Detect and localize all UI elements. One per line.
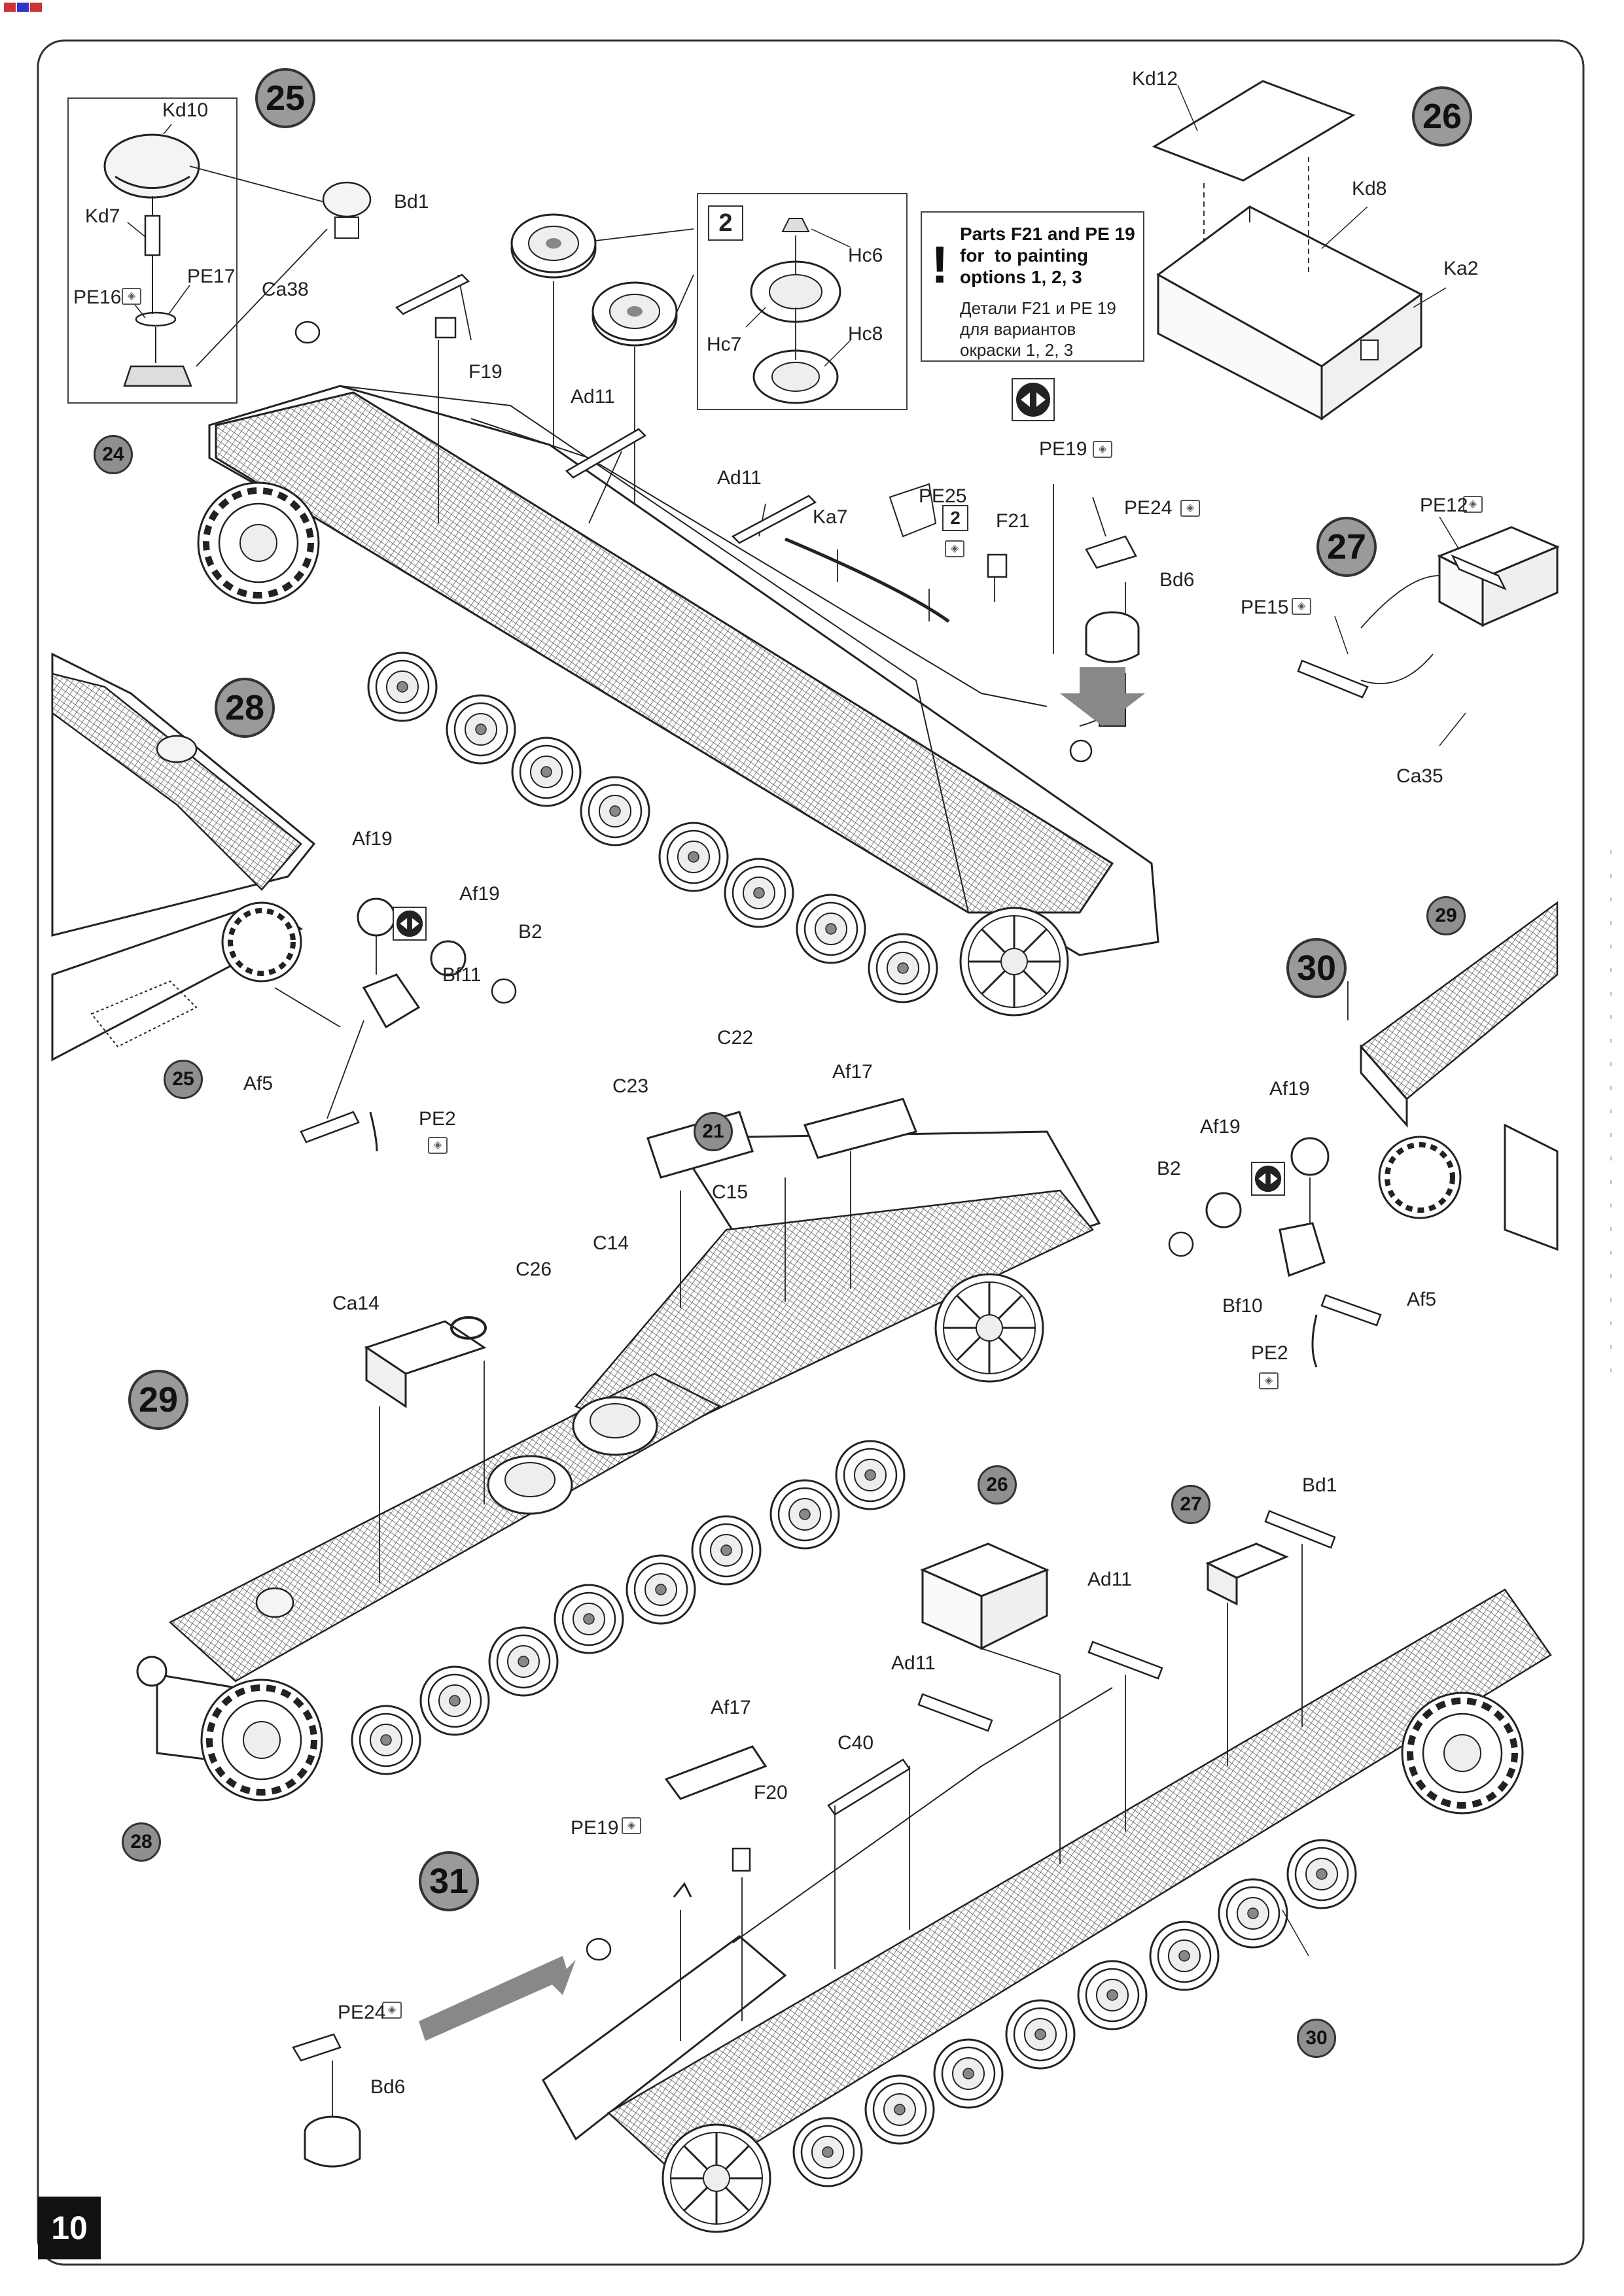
part-label: PE17 bbox=[187, 266, 236, 287]
part-label: Hc7 bbox=[707, 334, 742, 355]
symmetric-mirror-icon bbox=[393, 907, 427, 941]
part-label: F21 bbox=[996, 510, 1030, 532]
photo-etch-icon: ◈ bbox=[382, 2002, 402, 2019]
step-28-badge: 28 bbox=[215, 678, 275, 738]
part-label: Ka2 bbox=[1443, 258, 1479, 279]
ref-step-21: 21 bbox=[694, 1112, 733, 1151]
ref-step-24: 24 bbox=[94, 435, 133, 474]
quantity-2-badge: 2 bbox=[708, 205, 743, 241]
part-label: PE19 bbox=[1039, 438, 1087, 460]
painting-options-note: ! Parts F21 and PE 19 for to painting op… bbox=[921, 211, 1144, 362]
photo-etch-icon: ◈ bbox=[1180, 500, 1200, 517]
ref-step-30: 30 bbox=[1297, 2019, 1336, 2058]
step-26-badge: 26 bbox=[1412, 86, 1472, 147]
step-30-badge: 30 bbox=[1286, 938, 1347, 998]
photo-etch-icon: ◈ bbox=[1093, 441, 1112, 458]
part-label: C22 bbox=[717, 1027, 754, 1049]
part-label: Af17 bbox=[832, 1061, 873, 1083]
photo-etch-icon: ◈ bbox=[622, 1817, 641, 1834]
step-25-badge: 25 bbox=[255, 68, 315, 128]
photo-etch-icon: ◈ bbox=[1259, 1372, 1279, 1389]
part-label: Bd6 bbox=[370, 2076, 406, 2098]
step-29-badge: 29 bbox=[128, 1370, 188, 1430]
symmetric-mirror-icon bbox=[1251, 1162, 1285, 1196]
part-label: PE24 bbox=[1124, 497, 1173, 519]
symmetric-mirror-icon bbox=[1012, 378, 1055, 421]
part-label: F19 bbox=[468, 361, 503, 383]
part-label: PE25 bbox=[919, 485, 967, 507]
note-english: Parts F21 and PE 19 for to painting opti… bbox=[960, 224, 1135, 287]
note-russian: Детали F21 и PE 19 для вариантов окраски… bbox=[960, 298, 1116, 360]
part-label: Kd10 bbox=[162, 99, 209, 121]
part-label: Af19 bbox=[1200, 1116, 1241, 1138]
part-label: Bd6 bbox=[1159, 569, 1195, 591]
part-label: Bd1 bbox=[394, 191, 429, 213]
ref-step-26: 26 bbox=[978, 1465, 1017, 1505]
part-label: C14 bbox=[593, 1232, 629, 1254]
step-27-badge: 27 bbox=[1316, 517, 1377, 577]
part-label: Ka7 bbox=[813, 506, 848, 528]
step-31-badge: 31 bbox=[419, 1851, 479, 1911]
photo-etch-icon: ◈ bbox=[428, 1137, 448, 1154]
part-label: Ad11 bbox=[891, 1652, 936, 1674]
part-label: Ca38 bbox=[262, 279, 309, 300]
photo-etch-icon: ◈ bbox=[1292, 598, 1311, 615]
ref-step-27: 27 bbox=[1171, 1485, 1210, 1524]
part-label: C23 bbox=[612, 1075, 649, 1097]
part-label: Af17 bbox=[711, 1697, 751, 1718]
ref-step-28: 28 bbox=[122, 1822, 161, 1862]
part-label: Af5 bbox=[1407, 1289, 1437, 1310]
part-label: Ca35 bbox=[1396, 765, 1443, 787]
part-label: Ad11 bbox=[571, 386, 615, 408]
part-label: PE2 bbox=[419, 1108, 456, 1130]
part-label: PE2 bbox=[1251, 1342, 1288, 1364]
photo-etch-icon: ◈ bbox=[945, 540, 964, 557]
part-label: B2 bbox=[518, 921, 542, 943]
part-label: Hc8 bbox=[848, 323, 883, 345]
part-label: Af19 bbox=[459, 883, 500, 905]
part-label: Kd12 bbox=[1132, 68, 1178, 90]
part-label: Ca14 bbox=[332, 1293, 380, 1314]
part-label: PE16 bbox=[73, 287, 122, 308]
ref-step-25: 25 bbox=[164, 1060, 203, 1099]
quantity-2-badge-pe25: 2 bbox=[942, 505, 968, 531]
part-label: Hc6 bbox=[848, 245, 883, 266]
part-label: C26 bbox=[516, 1259, 552, 1280]
part-label: Ad11 bbox=[1087, 1569, 1132, 1590]
part-label: F20 bbox=[754, 1782, 788, 1803]
part-label: Bf11 bbox=[442, 964, 482, 986]
part-label: PE15 bbox=[1241, 597, 1289, 618]
part-label: Ad11 bbox=[717, 467, 762, 489]
photo-etch-icon: ◈ bbox=[1463, 496, 1483, 513]
part-label: Kd7 bbox=[85, 205, 120, 227]
page-number: 10 bbox=[38, 2197, 101, 2259]
part-label: Af5 bbox=[243, 1073, 274, 1094]
part-label: Af19 bbox=[1269, 1078, 1310, 1100]
part-label: Bd1 bbox=[1302, 1474, 1337, 1496]
part-label: Kd8 bbox=[1352, 178, 1387, 200]
part-label: PE12 bbox=[1420, 495, 1468, 516]
ref-step-29: 29 bbox=[1426, 896, 1466, 935]
photo-etch-icon: ◈ bbox=[122, 288, 141, 305]
warning-icon: ! bbox=[931, 235, 949, 294]
part-label: C15 bbox=[712, 1181, 749, 1203]
part-label: Bf10 bbox=[1222, 1295, 1263, 1317]
part-label: PE19 bbox=[571, 1817, 619, 1839]
part-label: B2 bbox=[1157, 1158, 1181, 1179]
part-label: PE24 bbox=[338, 2002, 386, 2023]
part-label: C40 bbox=[838, 1732, 874, 1754]
part-label: Af19 bbox=[352, 828, 393, 850]
